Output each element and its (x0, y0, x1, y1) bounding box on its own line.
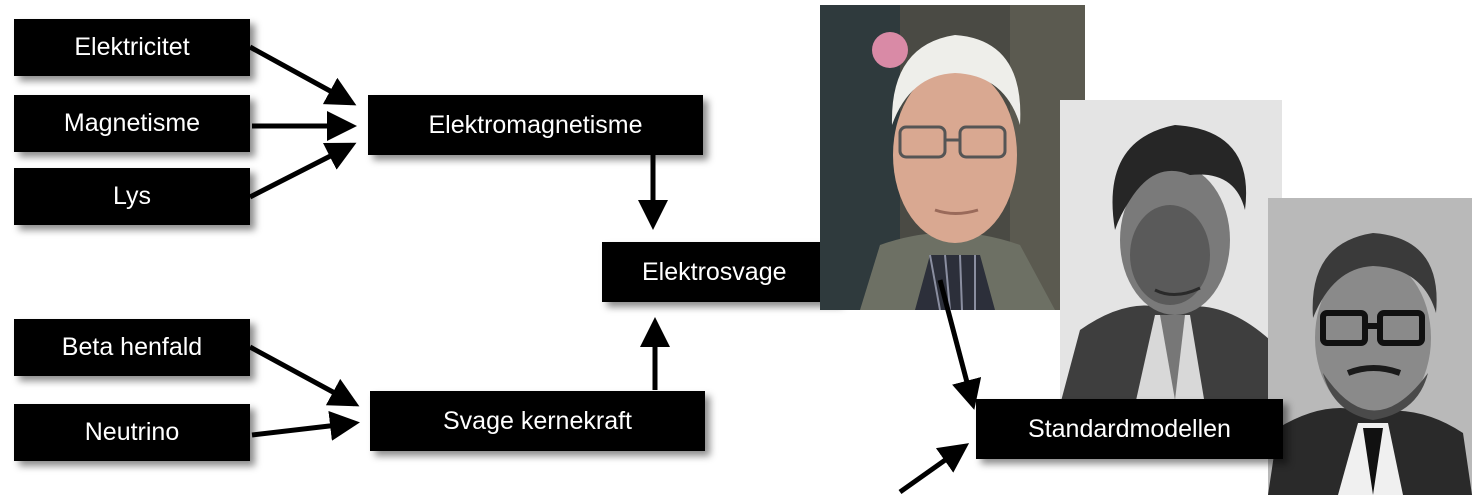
node-magnetisme: Magnetisme (14, 95, 250, 152)
node-elektrosvage: Elektrosvage (602, 242, 838, 302)
arrow-elektricitet-to-elektromagnetisme (248, 44, 357, 106)
arrow-neutrino-to-svage-kernekraft (251, 410, 360, 441)
arrow-lys-to-elektromagnetisme (248, 142, 357, 200)
node-neutrino: Neutrino (14, 404, 250, 461)
node-elektricitet: Elektricitet (14, 19, 250, 76)
node-svage-kernekraft: Svage kernekraft (370, 391, 705, 451)
node-standardmodellen: Standardmodellen (976, 399, 1283, 459)
arrow-incoming-to-standardmodellen (898, 443, 970, 495)
portrait-photo-3 (1268, 198, 1472, 495)
arrow-beta-henfald-to-svage-kernekraft (248, 344, 360, 407)
node-beta-henfald: Beta henfald (14, 319, 250, 376)
portrait-photo-1 (820, 5, 1085, 310)
portrait-photo-2 (1060, 100, 1282, 405)
node-lys: Lys (14, 168, 250, 225)
node-elektromagnetisme: Elektromagnetisme (368, 95, 703, 155)
